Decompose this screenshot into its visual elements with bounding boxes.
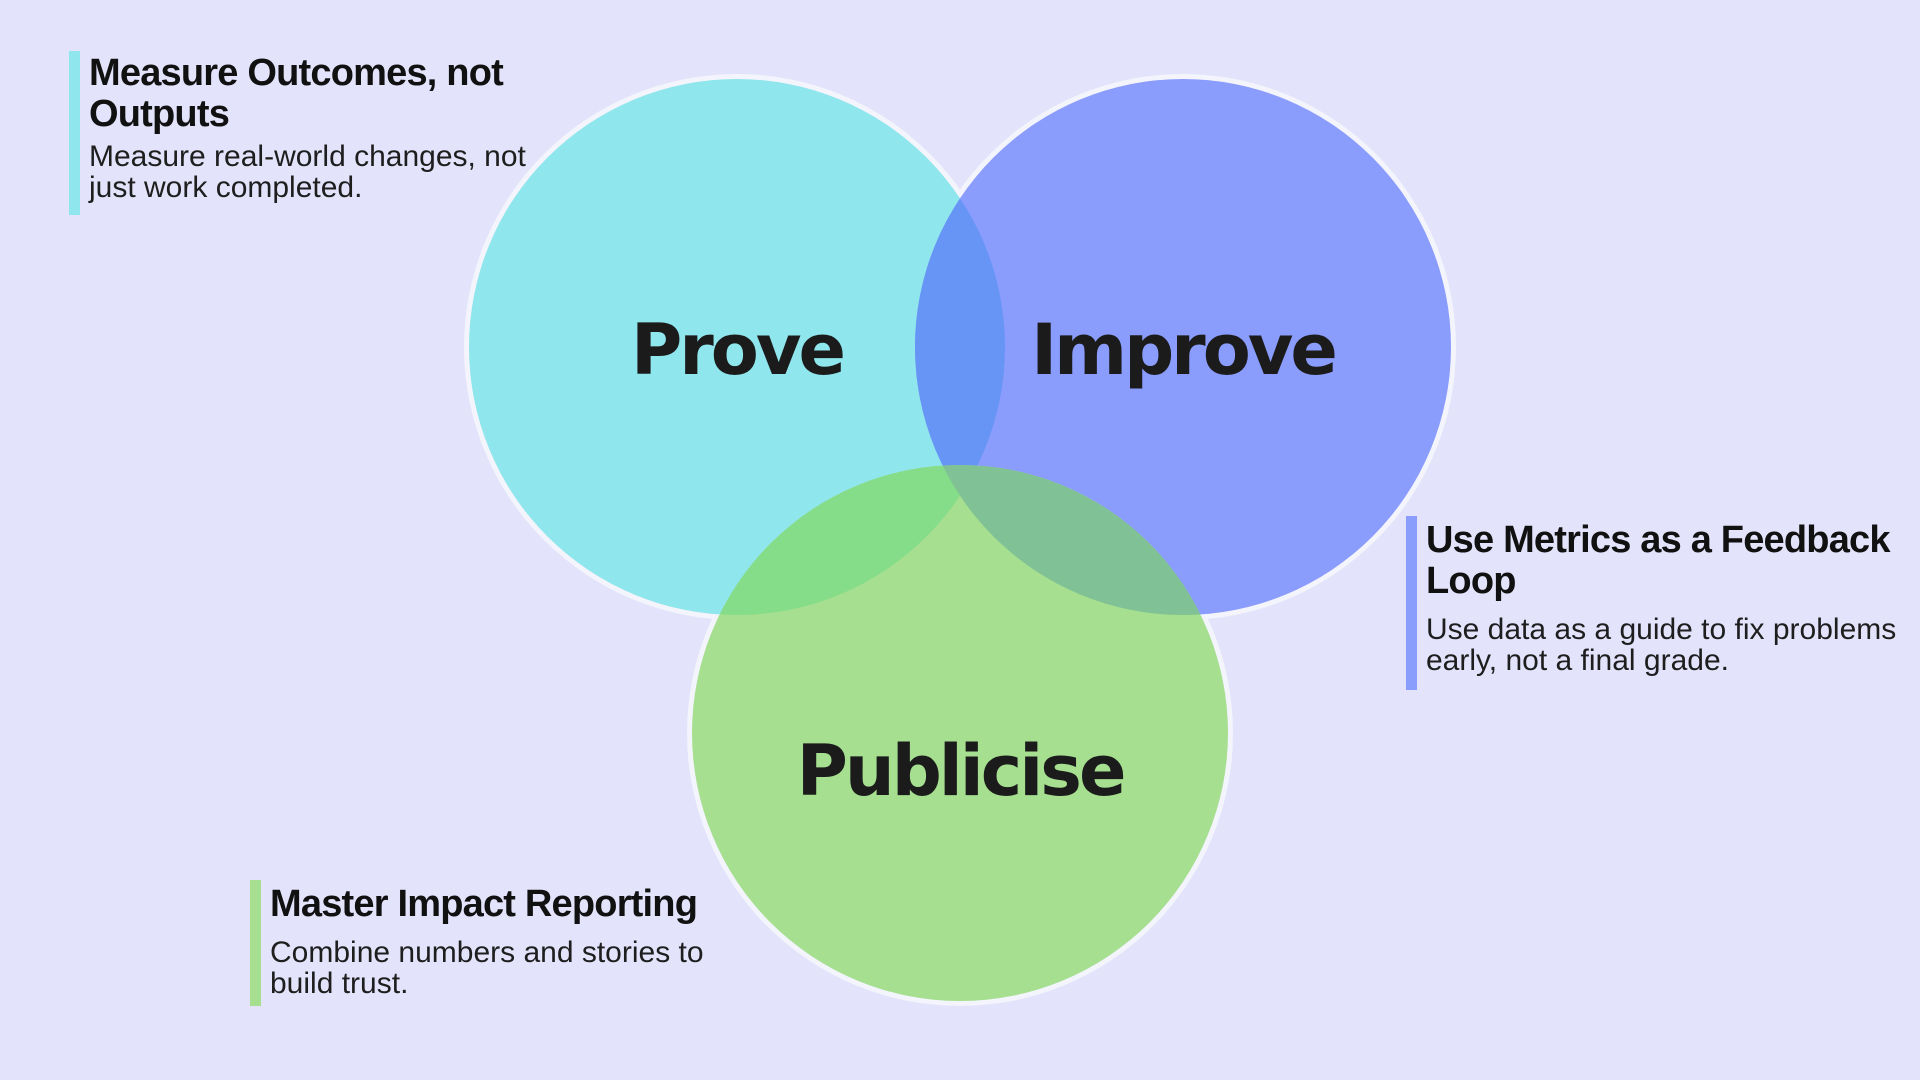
prove-callout-description: Measure real-world changes, not just wor… [89, 140, 526, 204]
prove-publicise-overlap [692, 465, 1005, 615]
publicise-callout-accent-bar [250, 880, 261, 1006]
improve-callout-title: Use Metrics as a Feedback Loop [1426, 519, 1891, 602]
improve-callout: Use Metrics as a Feedback Loop Use data … [1406, 516, 1906, 690]
improve-publicise-overlap [915, 465, 1228, 615]
publicise-callout-description: Combine numbers and stories to build tru… [270, 936, 704, 1000]
prove-callout-accent-bar [69, 51, 80, 215]
publicise-callout: Master Impact Reporting Combine numbers … [250, 880, 750, 1006]
prove-label: Prove [631, 309, 844, 391]
improve-callout-accent-bar [1406, 516, 1417, 690]
publicise-callout-title: Master Impact Reporting [270, 883, 698, 925]
prove-callout: Measure Outcomes, not Outputs Measure re… [69, 51, 539, 215]
prove-callout-title: Measure Outcomes, not Outputs [89, 52, 504, 135]
improve-label: Improve [1031, 309, 1335, 391]
publicise-label: Publicise [797, 730, 1124, 812]
improve-callout-description: Use data as a guide to fix problems earl… [1426, 613, 1897, 677]
